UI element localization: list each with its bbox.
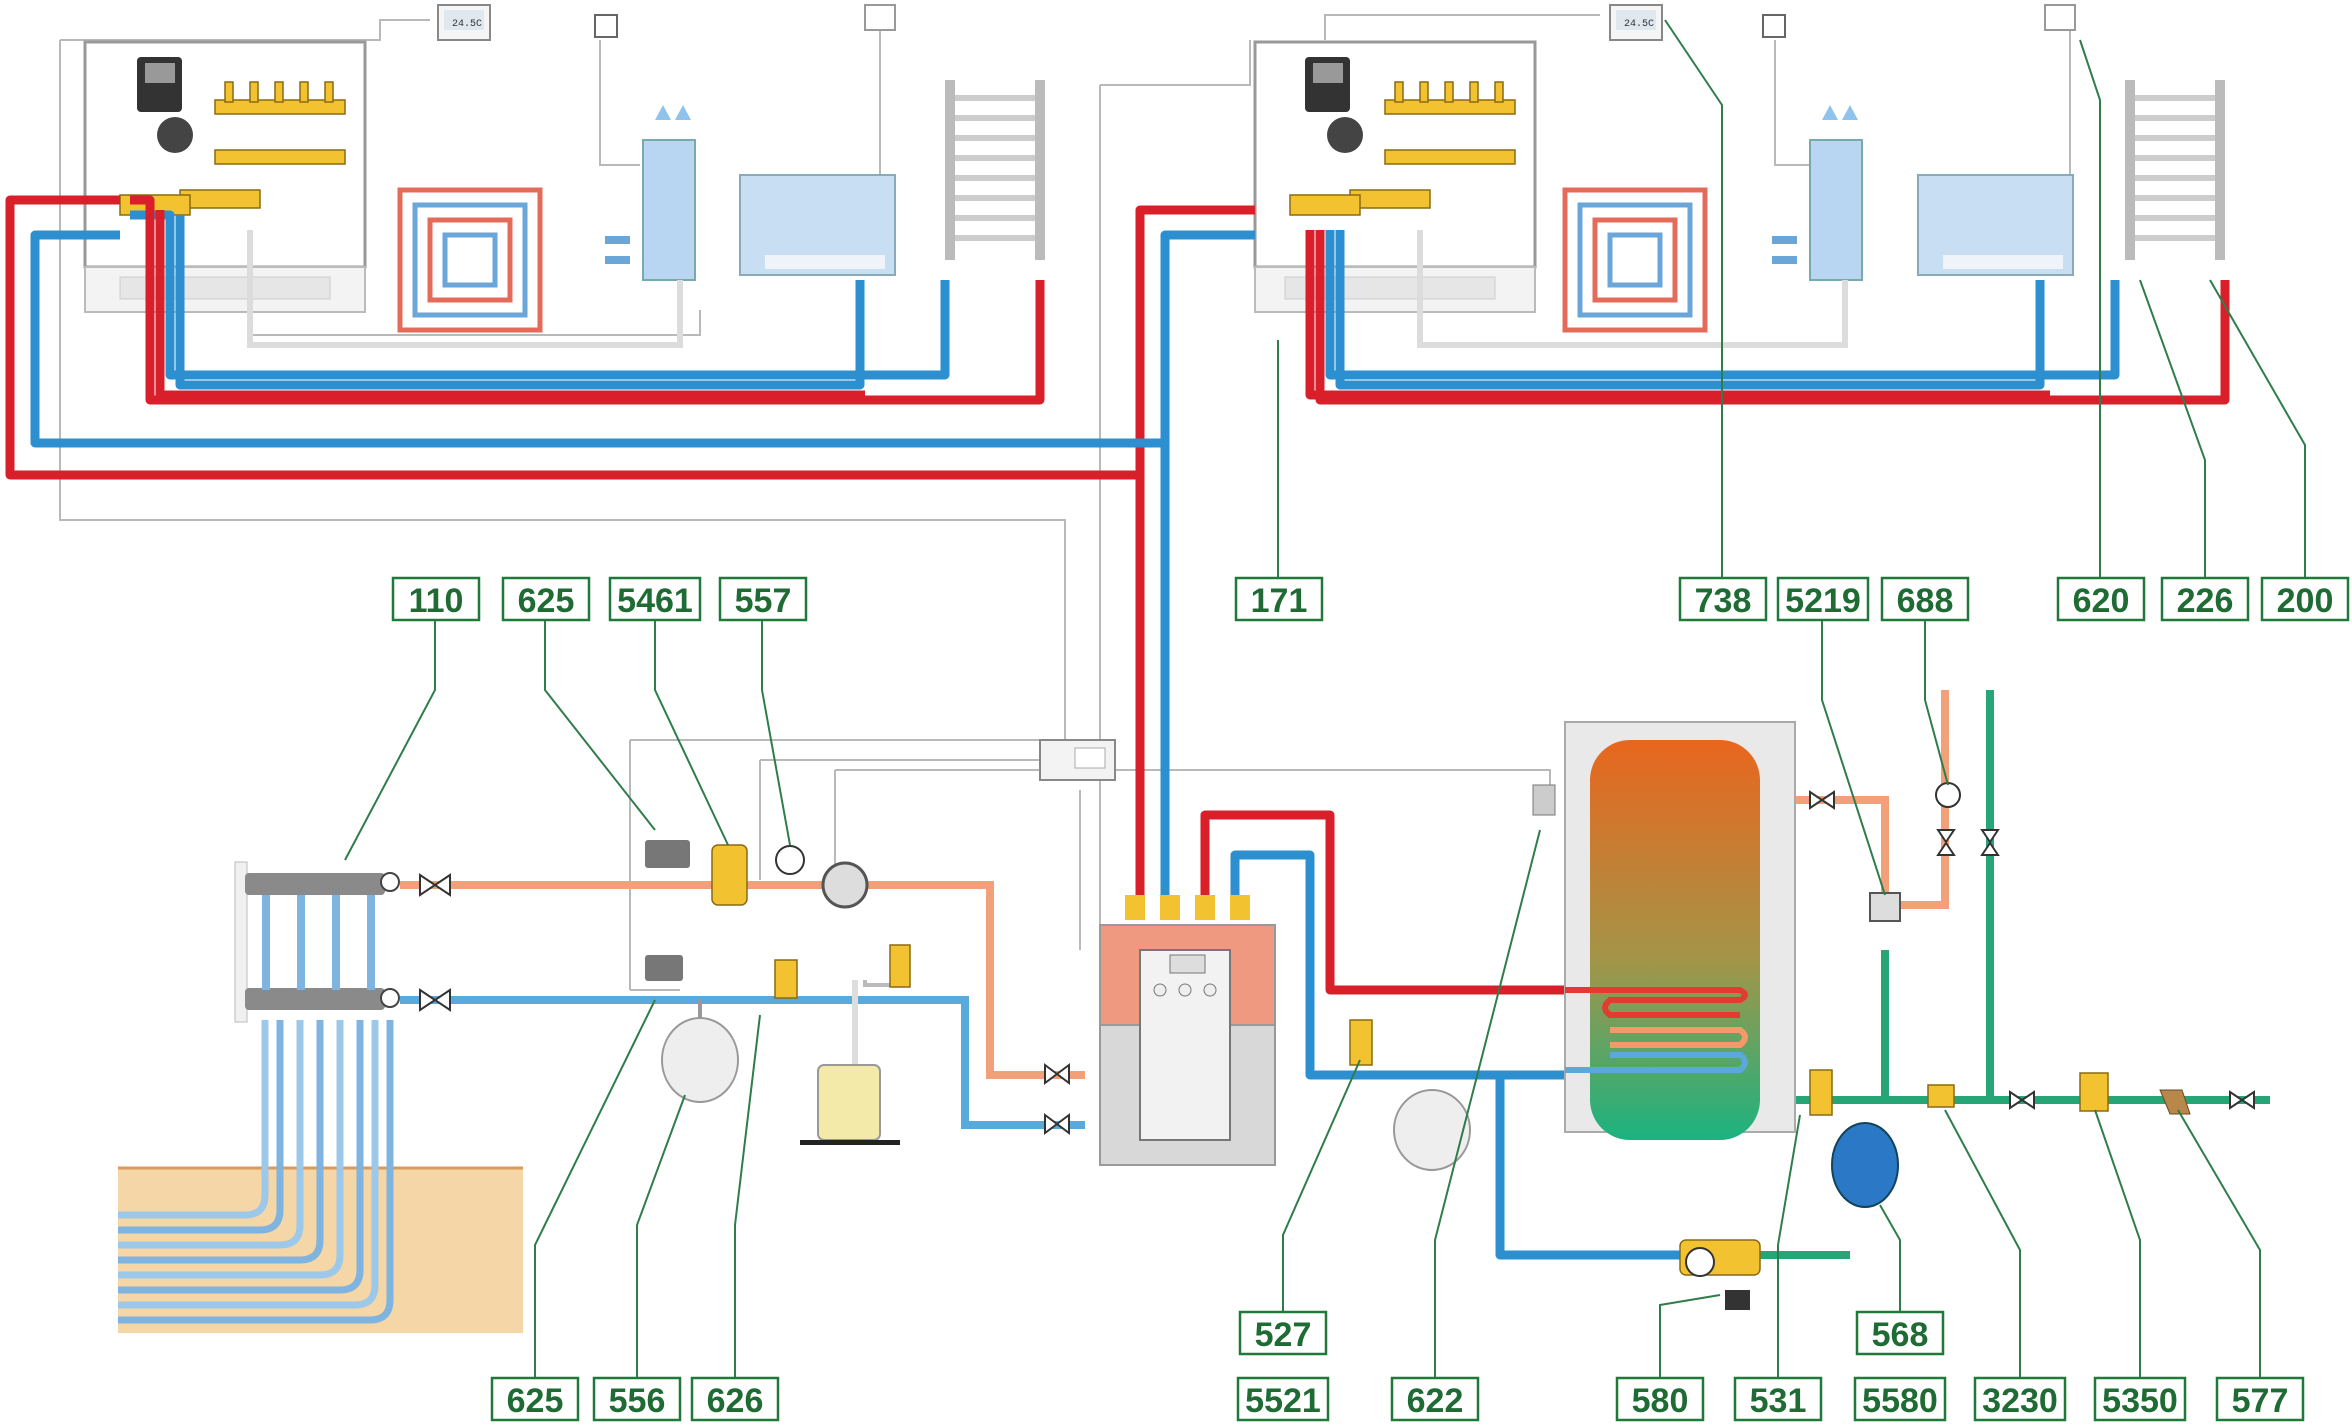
pressure-reducer-icon	[2079, 1072, 2109, 1112]
air-separator-icon	[711, 844, 748, 906]
wall-heater-icon	[642, 139, 696, 281]
svg-text:625: 625	[518, 582, 575, 620]
label-688: 688	[1880, 576, 1970, 622]
room-sensor-icon	[2044, 4, 2076, 31]
svg-text:5521: 5521	[1245, 1382, 1321, 1420]
wall-heater-icon	[1809, 139, 1863, 281]
primary-piping	[400, 690, 2270, 1260]
leader-lines	[344, 19, 2306, 1378]
svg-text:568: 568	[1872, 1316, 1929, 1354]
label-620: 620	[2056, 576, 2146, 622]
svg-text:557: 557	[735, 582, 792, 620]
apartment-left: 24.5C	[83, 4, 1045, 333]
pump-icon	[1327, 117, 1363, 153]
radiant-floor-loop-icon	[397, 187, 543, 333]
apartment-right: 24.5C	[1253, 4, 2225, 333]
safety-valve-icon	[1349, 1019, 1373, 1066]
label-171: 171	[1234, 576, 1324, 622]
svg-text:531: 531	[1750, 1382, 1807, 1420]
label-5350: 5350	[2093, 1376, 2187, 1422]
thermostat-display-text: 24.5C	[1624, 19, 1654, 30]
svg-text:171: 171	[1251, 582, 1308, 620]
dhw-components	[1349, 782, 2191, 1310]
svg-text:226: 226	[2177, 582, 2234, 620]
safety-valve-icon	[1809, 1069, 1833, 1116]
mixing-valve-icon	[1869, 892, 1901, 922]
label-527: 527	[1238, 1310, 1328, 1356]
label-200: 200	[2260, 576, 2350, 622]
svg-text:626: 626	[707, 1382, 764, 1420]
room-sensor-icon	[594, 14, 618, 38]
actuator-icon	[645, 840, 690, 868]
strainer-icon	[2159, 1089, 2191, 1115]
svg-text:620: 620	[2073, 582, 2130, 620]
actuator-icon	[645, 955, 683, 981]
label-5521: 5521	[1236, 1376, 1330, 1422]
svg-text:5580: 5580	[1862, 1382, 1938, 1420]
room-sensor-icon	[1762, 14, 1786, 38]
check-valve-icon	[1927, 1084, 1955, 1108]
svg-text:5219: 5219	[1785, 582, 1861, 620]
label-110: 110	[391, 576, 481, 622]
mixing-station-icon	[1679, 1239, 1761, 1310]
geothermal-collector-icon	[118, 1020, 523, 1333]
expansion-tank-icon	[1393, 1089, 1471, 1171]
components	[645, 840, 911, 1145]
pump-icon	[821, 861, 869, 909]
svg-text:556: 556	[609, 1382, 666, 1420]
label-625-top: 625	[501, 576, 591, 622]
svg-text:577: 577	[2232, 1382, 2289, 1420]
label-5219: 5219	[1776, 576, 1870, 622]
room-sensor-icon	[864, 4, 896, 31]
svg-text:625: 625	[507, 1382, 564, 1420]
svg-text:110: 110	[409, 582, 464, 620]
svg-text:688: 688	[1897, 582, 1954, 620]
radiant-floor-loop-icon	[1562, 187, 1708, 333]
svg-text:5461: 5461	[617, 582, 693, 620]
safety-valve-icon	[774, 959, 798, 999]
label-3230: 3230	[1973, 1376, 2067, 1422]
svg-text:527: 527	[1255, 1316, 1312, 1354]
label-622: 622	[1390, 1376, 1480, 1422]
label-557: 557	[718, 576, 808, 622]
expansion-tank-icon	[1831, 1122, 1899, 1208]
distribution-pipes	[5, 195, 2230, 895]
callout-labels: 110 625 5461 557 171 738 5219 688 620 22…	[391, 576, 2350, 1422]
label-577: 577	[2215, 1376, 2305, 1422]
manifold-icon	[234, 861, 400, 1023]
svg-text:5350: 5350	[2102, 1382, 2178, 1420]
expansion-tank-icon	[661, 1000, 739, 1103]
svg-text:738: 738	[1695, 582, 1752, 620]
label-5580: 5580	[1853, 1376, 1947, 1422]
label-625-bottom: 625	[490, 1376, 580, 1422]
ball-valve-icon	[419, 790, 2255, 1135]
svg-text:200: 200	[2277, 582, 2334, 620]
label-626: 626	[690, 1376, 780, 1422]
label-556: 556	[592, 1376, 682, 1422]
label-738: 738	[1678, 576, 1768, 622]
svg-text:580: 580	[1632, 1382, 1689, 1420]
boiler-icon	[1099, 895, 1276, 1166]
towel-radiator-icon	[945, 80, 1045, 260]
svg-text:3230: 3230	[1982, 1382, 2058, 1420]
label-5461: 5461	[608, 576, 702, 622]
storage-tank-icon	[1532, 721, 1796, 1140]
control-wiring	[59, 14, 2071, 991]
label-580: 580	[1615, 1376, 1705, 1422]
svg-text:622: 622	[1407, 1382, 1464, 1420]
label-226: 226	[2160, 576, 2250, 622]
glycol-tank-icon	[800, 1064, 900, 1145]
towel-radiator-icon	[2125, 80, 2225, 260]
label-568: 568	[1855, 1310, 1945, 1356]
gauge-icon	[775, 845, 805, 875]
thermometer-icon	[1935, 782, 1961, 808]
safety-valve-icon	[889, 944, 911, 988]
thermostat-display-text: 24.5C	[452, 19, 482, 30]
label-531: 531	[1733, 1376, 1823, 1422]
pump-icon	[157, 117, 193, 153]
